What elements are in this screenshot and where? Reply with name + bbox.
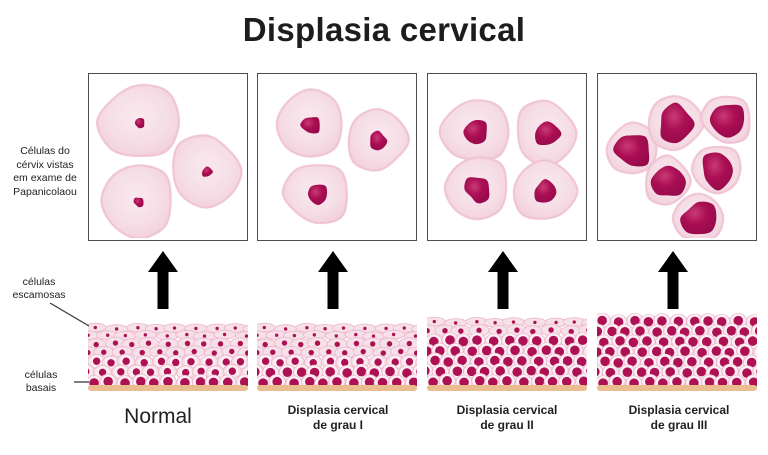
leader-line-escamosas [49, 302, 90, 327]
tissue-label-grau-2: Displasia cervical de grau II [422, 403, 592, 432]
label-line: Displasia cervical [456, 403, 558, 417]
tissue-grau-1 [257, 322, 417, 392]
pap-panel-normal [88, 73, 248, 241]
tissue-illustration [88, 322, 248, 391]
label-line: Displasia cervical [628, 403, 730, 417]
up-arrow-icon [318, 251, 348, 309]
tissue-illustration [597, 312, 757, 392]
label-line: Normal [124, 405, 192, 428]
caption-line: em exame de [13, 172, 77, 184]
annotation-line: células [24, 369, 58, 381]
tissue-grau-2 [427, 316, 587, 392]
label-line: Displasia cervical [287, 403, 389, 417]
pap-panel-grau-1 [257, 73, 417, 241]
pap-cells-illustration [605, 95, 751, 238]
annotation-line: basais [25, 382, 57, 394]
tissue-normal [88, 322, 248, 392]
label-line: de grau I [312, 417, 363, 432]
tissue-illustration [427, 316, 587, 391]
label-line: de grau III [650, 417, 708, 432]
pap-panel-grau-2 [427, 73, 587, 241]
pap-panel-grau-3 [597, 73, 757, 241]
tissue-label-normal: Normal [73, 405, 243, 429]
pap-cells-illustration [438, 99, 579, 221]
caption-line: cérvix vistas [16, 158, 74, 171]
up-arrow-icon [488, 251, 518, 309]
pap-cells-illustration [275, 88, 410, 225]
caption-line: Células do [20, 145, 70, 157]
label-celulas-escamosas: células escamosas [8, 276, 70, 302]
tissue-illustration [257, 322, 417, 392]
tissue-label-grau-3: Displasia cervical de grau III [594, 403, 764, 432]
pap-smear-caption: Células do cérvix vistas em exame de Pap… [4, 145, 86, 199]
pap-cells-illustration [96, 83, 243, 238]
label-line: de grau II [480, 417, 534, 432]
up-arrow-icon [148, 251, 178, 309]
up-arrow-icon [658, 251, 688, 309]
tissue-label-grau-1: Displasia cervical de grau I [253, 403, 423, 432]
label-celulas-basais: células basais [10, 369, 72, 395]
tissue-grau-3 [597, 312, 757, 392]
caption-line: Papanicolaou [13, 185, 77, 198]
annotation-line: escamosas [12, 289, 66, 301]
annotation-line: células [22, 276, 56, 288]
figure-title: Displasia cervical [242, 11, 526, 48]
